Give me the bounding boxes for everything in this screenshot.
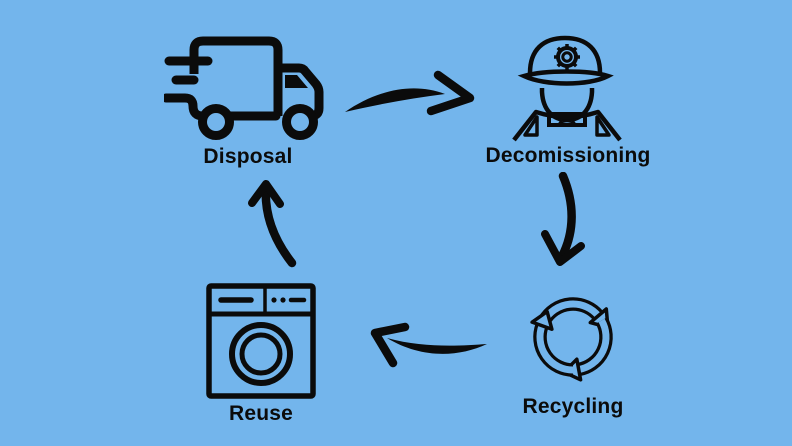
recycling-arrows-icon	[530, 297, 613, 382]
node-recycling: Recycling	[483, 277, 663, 419]
arrow-disposal-to-decomissioning	[345, 70, 475, 116]
node-disposal: Disposal	[163, 28, 333, 169]
arrow-reuse-to-disposal	[248, 180, 297, 268]
node-reuse: Reuse	[171, 282, 351, 426]
arrow-decomissioning-to-recycling	[541, 172, 585, 266]
node-label-reuse: Reuse	[228, 402, 294, 425]
delivery-truck-icon	[164, 36, 324, 140]
worker-with-gear-cap-icon	[512, 35, 622, 142]
node-label-recycling: Recycling	[522, 395, 624, 418]
node-decomissioning: Decomissioning	[478, 30, 658, 168]
arrow-recycling-to-reuse	[370, 322, 487, 368]
node-label-decomissioning: Decomissioning	[485, 144, 651, 167]
node-label-disposal: Disposal	[203, 145, 293, 168]
washing-machine-icon	[206, 283, 316, 399]
